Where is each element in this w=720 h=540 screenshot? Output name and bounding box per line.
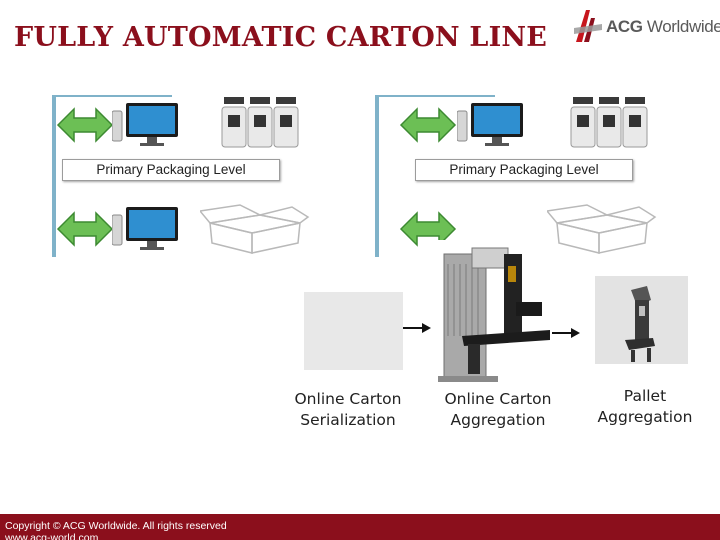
footer-bar: Copyright © ACG Worldwide. All rights re…: [0, 514, 720, 540]
acg-logo-icon: [574, 10, 602, 42]
acg-logo-wordmark: ACG Worldwide: [606, 17, 720, 37]
logo-brand: ACG: [606, 17, 643, 36]
double-arrow-icon: [56, 211, 114, 247]
step-label-pallet-aggregation: Pallet Aggregation: [580, 386, 710, 428]
pallet-aggregation-station-photo: [595, 276, 688, 364]
computer-monitor-icon: [112, 207, 178, 250]
copyright-text: Copyright © ACG Worldwide. All rights re…: [5, 520, 227, 532]
arrow-right-icon: [552, 328, 580, 338]
double-arrow-icon: [399, 107, 457, 143]
primary-packaging-level-label: Primary Packaging Level: [415, 159, 633, 181]
diagram-connector-line: [52, 95, 172, 97]
diagram-connector-line: [52, 95, 56, 257]
open-carton-icon: [200, 204, 310, 254]
step-label-carton-serialization: Online Carton Serialization: [278, 389, 418, 431]
carton-aggregation-machine-photo: [432, 240, 550, 384]
step-label-line: Aggregation: [450, 411, 546, 429]
bottles-icon: [221, 97, 299, 148]
acg-logo: ACG Worldwide: [572, 4, 720, 48]
diagram-connector-line: [375, 95, 495, 97]
packaging-diagram-2: Primary Packaging Level: [375, 95, 680, 257]
logo-suffix: Worldwide: [646, 17, 720, 36]
open-carton-icon: [547, 204, 657, 254]
packaging-diagram-1: Primary Packaging Level: [52, 95, 357, 257]
carton-serialization-photo: [304, 292, 403, 370]
website-link[interactable]: www.acg-world.com: [5, 532, 99, 540]
computer-monitor-icon: [112, 103, 178, 146]
double-arrow-icon: [56, 107, 114, 143]
bottles-icon: [570, 97, 648, 148]
arrow-right-icon: [403, 323, 431, 333]
step-label-line: Online Carton: [444, 390, 552, 408]
step-label-line: Pallet: [623, 387, 667, 405]
computer-monitor-icon: [457, 103, 523, 146]
diagram-connector-line: [375, 95, 379, 257]
step-label-carton-aggregation: Online Carton Aggregation: [428, 389, 568, 431]
slide-title: FULLY AUTOMATIC CARTON LINE: [14, 22, 548, 53]
step-label-line: Online Carton: [294, 390, 402, 408]
step-label-line: Serialization: [300, 411, 396, 429]
double-arrow-icon: [399, 211, 457, 247]
primary-packaging-level-label: Primary Packaging Level: [62, 159, 280, 181]
step-label-line: Aggregation: [597, 408, 693, 426]
